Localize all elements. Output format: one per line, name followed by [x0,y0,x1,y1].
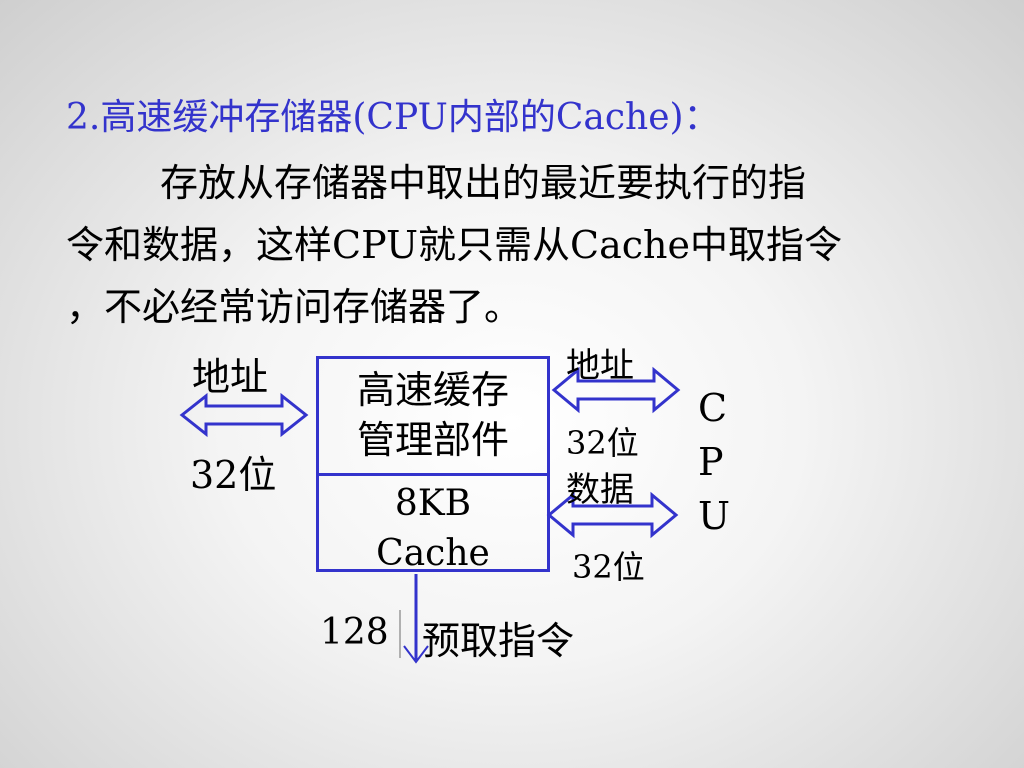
cache-manager-line-2: 管理部件 [356,418,509,462]
cpu-letter-u: U [698,494,731,538]
right-address-width-label: 32位 [566,424,639,462]
paragraph-line-3: ，不必经常访问存储器了。 [66,285,523,329]
cpu-letter-c: C [698,386,728,430]
cache-manager-section: 高速缓存 管理部件 [319,365,547,465]
cache-size-line: 8KB [394,483,472,524]
left-width-label: 32位 [190,453,277,497]
prefetch-width-label: 128 [320,612,389,653]
cache-memory-section: 8KB Cache [319,479,547,579]
prefetch-label: 预取指令 [422,619,575,663]
left-address-label: 地址 [192,355,269,399]
right-data-double-arrow [546,491,679,539]
paragraph-line-1: 存放从存储器中取出的最近要执行的指 [160,161,807,205]
slide-title: 2.高速缓冲存储器(CPU内部的Cache)： [66,97,720,138]
cache-name-line: Cache [376,533,490,574]
prefetch-arrow-head [403,645,429,664]
right-data-width-label: 32位 [572,548,645,586]
right-data-label: 数据 [566,470,634,510]
cache-manager-line-1: 高速缓存 [356,368,509,412]
box-divider [319,473,547,476]
left-double-arrow [179,392,309,438]
paragraph-line-2: 令和数据，这样CPU就只需从Cache中取指令 [66,223,842,267]
body-paragraph: 存放从存储器中取出的最近要执行的指 令和数据，这样CPU就只需从Cache中取指… [66,152,956,338]
cpu-letter-p: P [698,440,724,484]
right-address-label: 地址 [566,346,634,386]
right-address-double-arrow [551,366,681,414]
cache-box: 高速缓存 管理部件 8KB Cache [316,356,550,574]
